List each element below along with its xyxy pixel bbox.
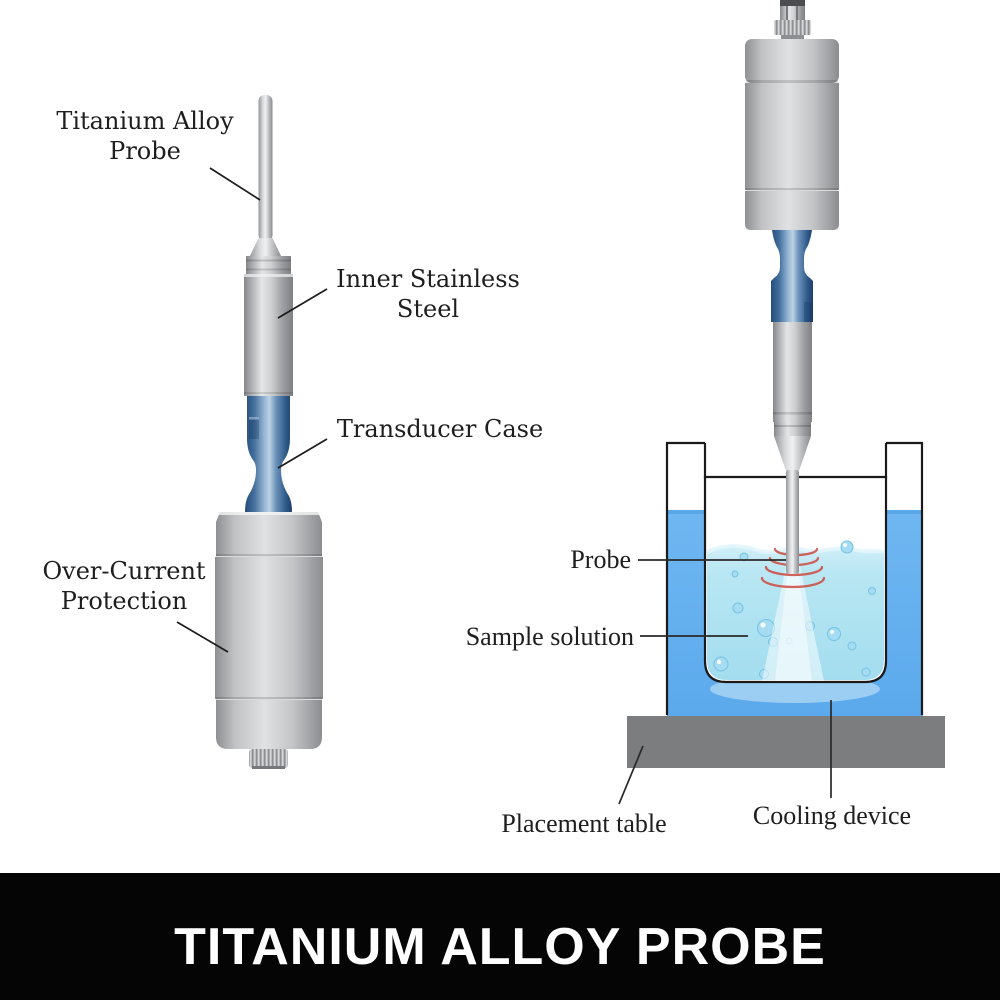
label-inner-stainless-steel: Inner Stainless Steel bbox=[336, 264, 520, 324]
banner-title: TITANIUM ALLOY PROBE bbox=[174, 917, 826, 976]
right-leader-lines bbox=[618, 559, 832, 805]
probe-taper bbox=[249, 238, 282, 257]
knurled-ring bbox=[774, 20, 811, 35]
placement-table-shape bbox=[627, 716, 945, 768]
leader-transducer-case bbox=[277, 438, 328, 469]
right-setup bbox=[618, 0, 945, 805]
leader-placement-table bbox=[618, 745, 644, 805]
right-device bbox=[745, 0, 839, 574]
body-housing bbox=[745, 39, 839, 230]
probe-rod-right bbox=[786, 470, 799, 574]
stainless-cylinder-right bbox=[773, 322, 812, 422]
titanium-probe-rod bbox=[258, 95, 273, 241]
label-line: Titanium Alloy bbox=[56, 107, 234, 135]
label-over-current-protection: Over-Current Protection bbox=[42, 556, 205, 616]
leader-titanium-alloy-probe bbox=[209, 167, 261, 201]
left-device bbox=[176, 95, 328, 769]
probe-collar bbox=[246, 256, 291, 274]
over-current-protection-housing bbox=[215, 512, 323, 749]
label-line: Probe bbox=[109, 137, 181, 165]
transducer-case-shape bbox=[245, 396, 292, 512]
cooling-device-container bbox=[665, 441, 924, 715]
label-line: Inner Stainless bbox=[336, 265, 520, 293]
inner-stainless-steel-cylinder bbox=[244, 274, 293, 396]
knurled-base-knob bbox=[249, 749, 288, 768]
leader-over-current-protection bbox=[176, 621, 229, 653]
left-leader-lines bbox=[176, 167, 328, 653]
label-placement-table: Placement table bbox=[501, 809, 667, 838]
ultrasonic-beam bbox=[762, 566, 824, 681]
label-line: Protection bbox=[60, 587, 188, 615]
label-transducer-case: Transducer Case bbox=[337, 414, 543, 444]
label-titanium-alloy-probe: Titanium Alloy Probe bbox=[56, 106, 233, 166]
label-probe: Probe bbox=[570, 545, 631, 574]
leader-inner-stainless-steel bbox=[277, 288, 328, 319]
label-sample-solution: Sample solution bbox=[465, 622, 634, 651]
label-cooling-device: Cooling device bbox=[752, 801, 912, 830]
label-line: Over-Current bbox=[42, 557, 206, 585]
label-line: Transducer Case bbox=[336, 415, 544, 443]
title-banner: TITANIUM ALLOY PROBE bbox=[0, 873, 1000, 1000]
transducer-case-shape-right bbox=[771, 230, 813, 322]
label-line: Steel bbox=[396, 295, 460, 323]
